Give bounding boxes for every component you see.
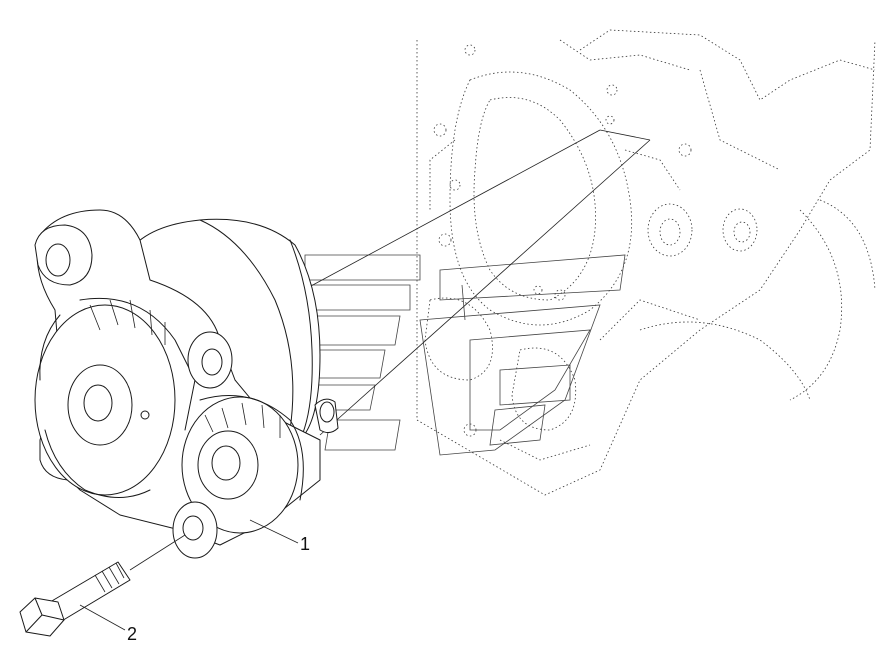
driven-gear: [181, 395, 304, 534]
leaders: [79, 519, 299, 631]
callout-2: 2: [127, 624, 137, 644]
engine-block-outline: [416, 29, 876, 496]
leader-1: [249, 519, 299, 544]
bolt: [19, 561, 131, 637]
oil-pump: [34, 209, 339, 559]
alignment-lines: [284, 129, 651, 436]
callout-1: 1: [300, 534, 310, 554]
leader-2: [79, 604, 126, 631]
drive-gear: [34, 297, 196, 498]
leader-bolt-axis: [129, 534, 186, 571]
